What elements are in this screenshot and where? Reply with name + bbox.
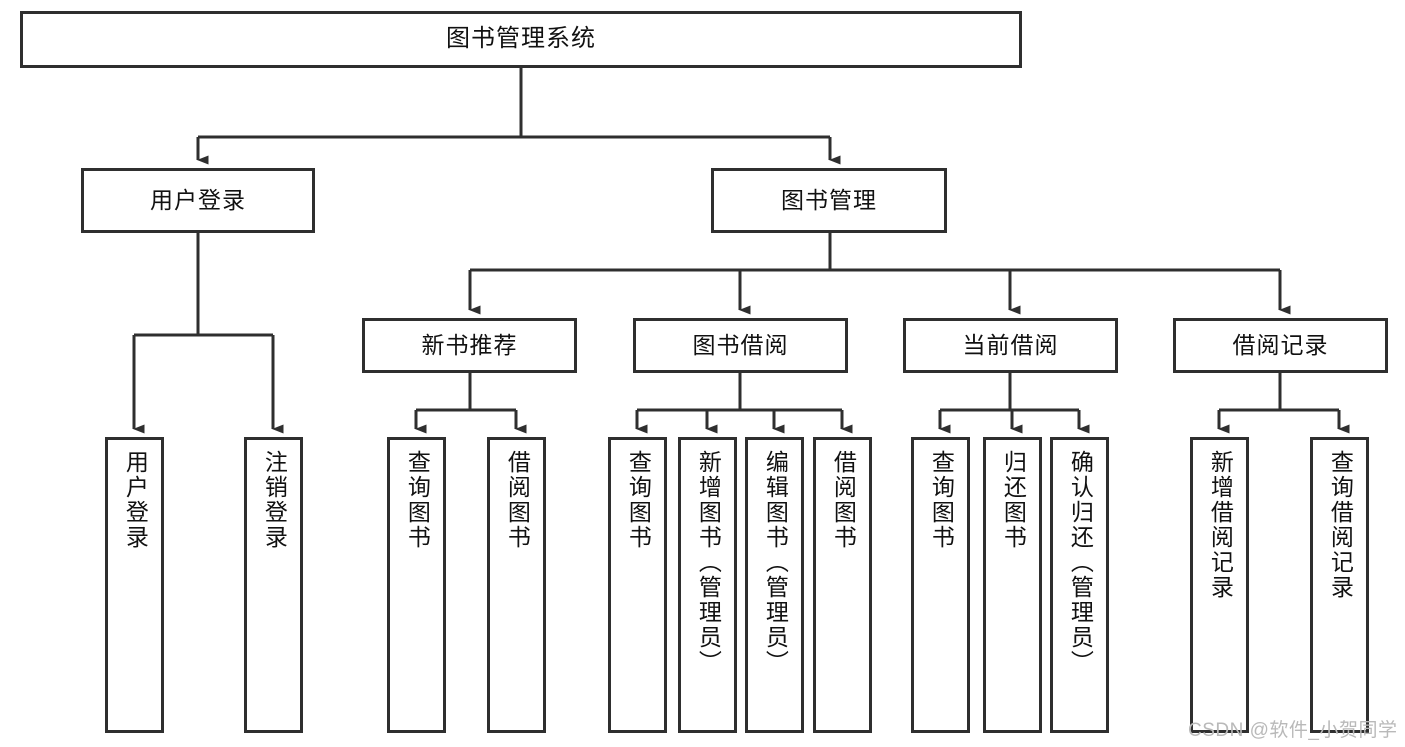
- node-label-wrap: 查询图书: [390, 450, 443, 730]
- level3-node-新书推荐-0: 新书推荐: [362, 318, 577, 373]
- node-label: 用户登录: [122, 450, 149, 550]
- node-label: 注销登录: [261, 450, 288, 550]
- node-label: 新增图书（管理员）: [695, 450, 722, 675]
- leaf-node-查询图书-8: 查询图书: [911, 437, 970, 733]
- leaf-node-借阅图书-3: 借阅图书: [487, 437, 546, 733]
- node-label: 图书管理: [781, 186, 877, 213]
- node-label: 查询图书: [928, 450, 955, 550]
- leaf-node-确认归还管理员-10: 确认归还（管理员）: [1050, 437, 1109, 733]
- node-label: 借阅图书: [830, 450, 857, 550]
- node-label: 查询借阅记录: [1327, 450, 1354, 600]
- root-node-图书管理系统-0: 图书管理系统: [20, 11, 1022, 68]
- node-label: 编辑图书（管理员）: [762, 450, 789, 675]
- node-label-wrap: 用户登录: [108, 450, 161, 730]
- node-label-wrap: 注销登录: [247, 450, 300, 730]
- level3-node-当前借阅-2: 当前借阅: [903, 318, 1118, 373]
- node-label: 归还图书: [1000, 450, 1027, 550]
- leaf-node-注销登录-1: 注销登录: [244, 437, 303, 733]
- node-label-wrap: 编辑图书（管理员）: [748, 450, 801, 730]
- level3-node-图书借阅-1: 图书借阅: [633, 318, 848, 373]
- leaf-node-查询图书-2: 查询图书: [387, 437, 446, 733]
- node-label: 用户登录: [150, 186, 246, 213]
- node-label-wrap: 借阅图书: [816, 450, 869, 730]
- node-label: 查询图书: [404, 450, 431, 550]
- node-label-wrap: 确认归还（管理员）: [1053, 450, 1106, 730]
- leaf-node-用户登录-0: 用户登录: [105, 437, 164, 733]
- node-label: 确认归还（管理员）: [1067, 450, 1094, 675]
- node-label: 图书借阅: [692, 331, 789, 358]
- node-label: 借阅图书: [504, 450, 531, 550]
- watermark-text: CSDN @软件_小贺同学: [1188, 720, 1398, 741]
- level2-node-用户登录-0: 用户登录: [81, 168, 315, 233]
- leaf-node-编辑图书管理员-6: 编辑图书（管理员）: [745, 437, 804, 733]
- node-label: 当前借阅: [962, 331, 1059, 358]
- level3-node-借阅记录-3: 借阅记录: [1173, 318, 1388, 373]
- node-label: 图书管理系统: [446, 25, 596, 53]
- node-label: 新书推荐: [421, 331, 518, 358]
- level2-node-图书管理-1: 图书管理: [711, 168, 947, 233]
- leaf-node-归还图书-9: 归还图书: [983, 437, 1042, 733]
- node-label: 新增借阅记录: [1207, 450, 1234, 600]
- node-label-wrap: 归还图书: [986, 450, 1039, 730]
- node-label: 借阅记录: [1232, 331, 1329, 358]
- node-label-wrap: 查询图书: [611, 450, 664, 730]
- node-label-wrap: 查询借阅记录: [1313, 450, 1366, 730]
- node-label: 查询图书: [625, 450, 652, 550]
- leaf-node-新增借阅记录-11: 新增借阅记录: [1190, 437, 1249, 733]
- leaf-node-新增图书管理员-5: 新增图书（管理员）: [678, 437, 737, 733]
- leaf-node-查询图书-4: 查询图书: [608, 437, 667, 733]
- node-label-wrap: 查询图书: [914, 450, 967, 730]
- node-label-wrap: 借阅图书: [490, 450, 543, 730]
- node-label-wrap: 新增借阅记录: [1193, 450, 1246, 730]
- leaf-node-借阅图书-7: 借阅图书: [813, 437, 872, 733]
- node-label-wrap: 新增图书（管理员）: [681, 450, 734, 730]
- leaf-node-查询借阅记录-12: 查询借阅记录: [1310, 437, 1369, 733]
